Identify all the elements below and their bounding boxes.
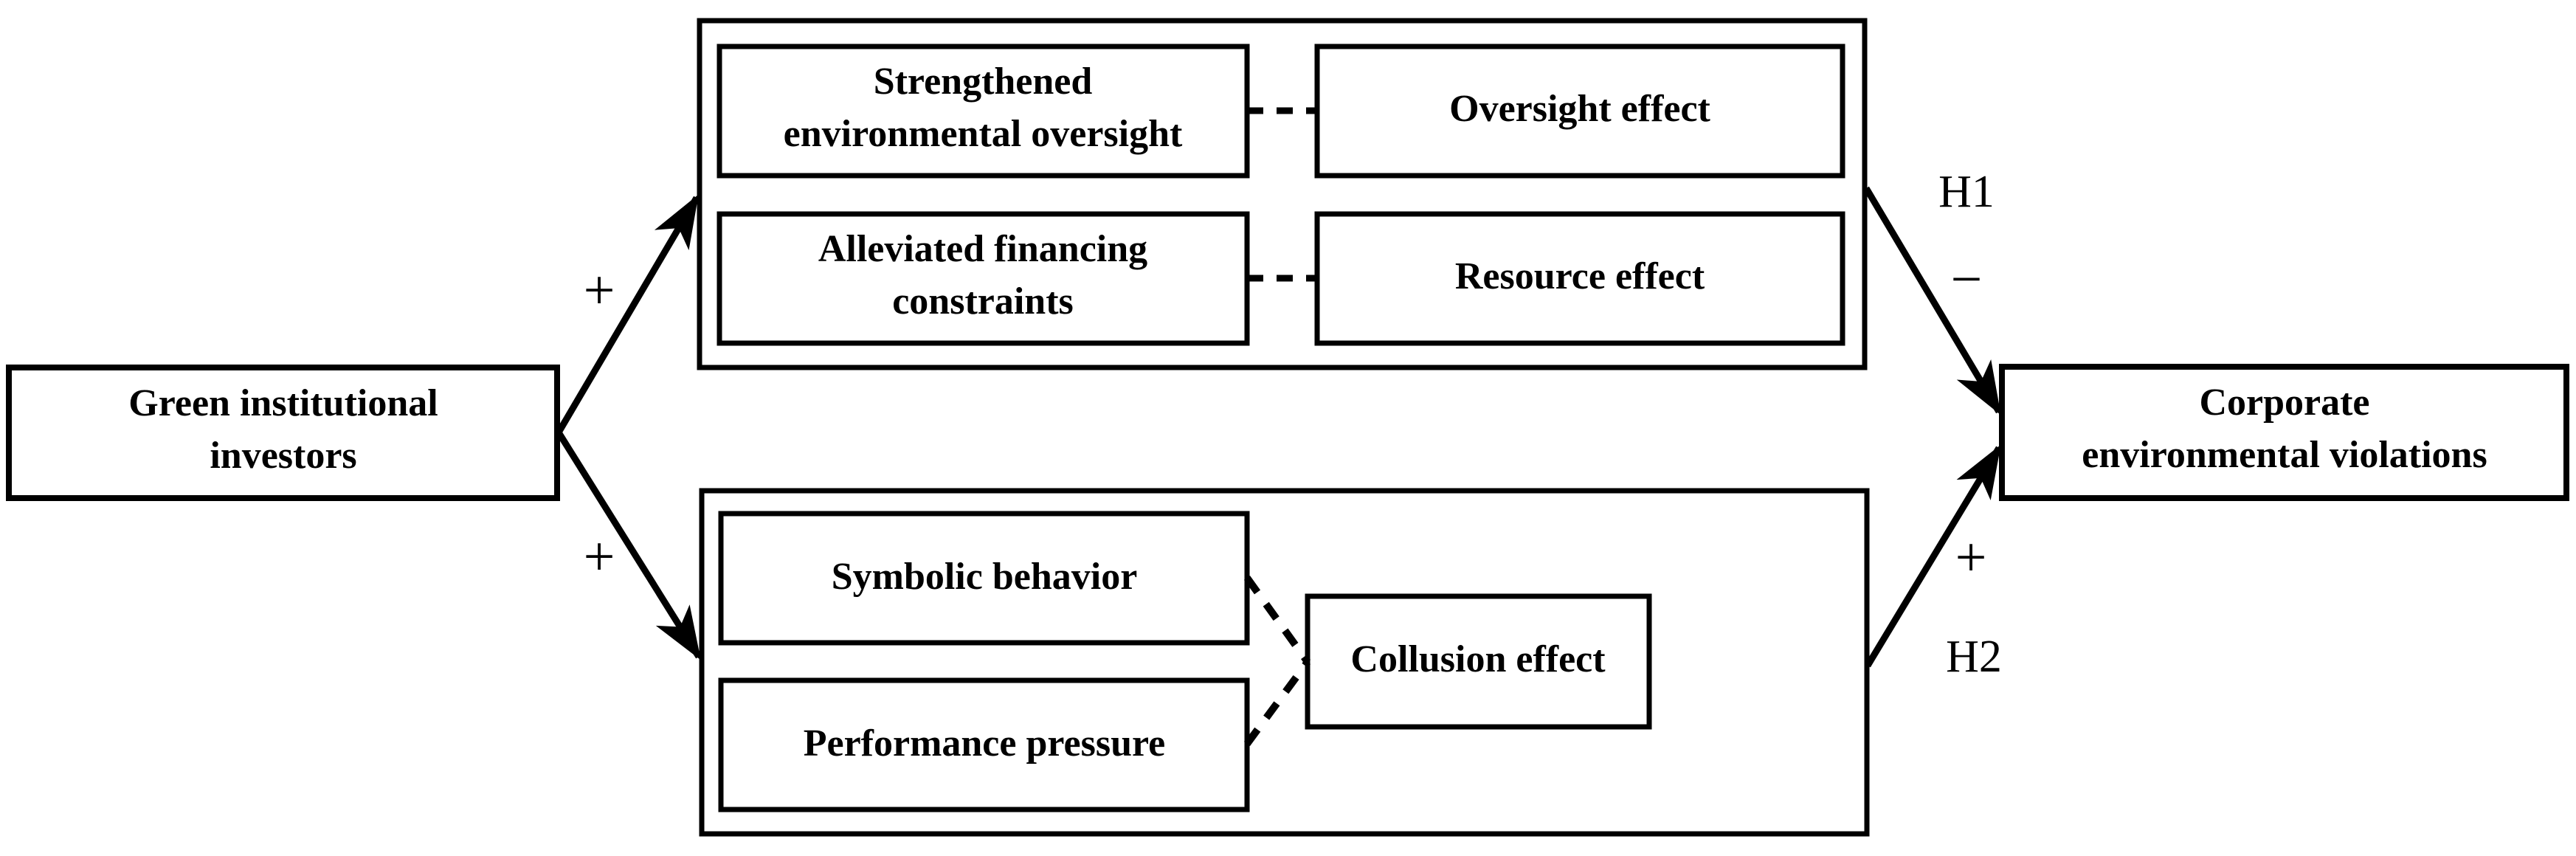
mediator-label-line2-strengthened-environmental-oversight: environmental oversight [784, 113, 1183, 155]
edge-sign-bottom-group-to-outcome: + [1955, 526, 1987, 588]
mechanism-group-positive-governance: Strengthened environmental oversight All… [697, 18, 1868, 370]
mediator-label-line1-alleviated-financing-constraints: Alleviated financing [818, 228, 1147, 270]
source-node-label-line2: investors [210, 435, 356, 477]
edge-sign-source-to-bottom-group: + [584, 525, 615, 587]
mediator-strengthened-environmental-oversight[interactable]: Strengthened environmental oversight [716, 44, 1250, 179]
mediator-symbolic-behavior[interactable]: Symbolic behavior [718, 511, 1250, 646]
effect-box-collusion-effect[interactable] [1305, 593, 1652, 730]
effect-resource-effect[interactable]: Resource effect [1314, 211, 1845, 346]
dashed-link-symbolic-to-collusion [1243, 576, 1311, 664]
edge-source-to-top-group [556, 194, 700, 435]
outcome-node-label-line2: environmental violations [2082, 434, 2487, 476]
mediator-box-performance-pressure[interactable] [718, 677, 1250, 812]
mediator-label-line2-alleviated-financing-constraints: constraints [892, 280, 1074, 322]
edge-sign-source-to-top-group: + [584, 259, 615, 321]
outcome-node-box[interactable] [1999, 364, 2569, 501]
source-node-green-institutional-investors[interactable]: Green institutional investors [6, 365, 560, 501]
mediator-label-symbolic-behavior: Symbolic behavior [832, 556, 1138, 598]
mediator-performance-pressure[interactable]: Performance pressure [718, 677, 1250, 812]
mediator-alleviated-financing-constraints[interactable]: Alleviated financing constraints [716, 211, 1250, 346]
mediator-label-line1-strengthened-environmental-oversight: Strengthened [874, 61, 1093, 103]
effect-label-oversight-effect: Oversight effect [1449, 88, 1710, 130]
mediator-label-performance-pressure: Performance pressure [804, 722, 1165, 764]
top-group-outer-box [697, 18, 1868, 370]
dashed-link-performance-to-collusion [1243, 660, 1311, 746]
mediator-box-strengthened-environmental-oversight[interactable] [716, 44, 1250, 179]
effect-oversight-effect[interactable]: Oversight effect [1314, 44, 1845, 179]
effect-collusion-effect[interactable]: Collusion effect [1305, 593, 1652, 730]
edge-source-to-bottom-group [556, 430, 702, 660]
outcome-node-corporate-environmental-violations[interactable]: Corporate environmental violations [1999, 364, 2569, 501]
edge-bottom-group-to-outcome [1865, 444, 2002, 668]
effect-label-resource-effect: Resource effect [1455, 255, 1705, 297]
source-node-box[interactable] [6, 365, 560, 501]
hypothesis-label-h2: H2 [1946, 632, 2002, 682]
source-node-label-line1: Green institutional [128, 382, 438, 424]
edge-sign-top-group-to-outcome: − [1951, 248, 1983, 310]
edge-top-group-to-outcome [1863, 186, 2002, 415]
effect-label-collusion-effect: Collusion effect [1350, 638, 1606, 680]
outcome-node-label-line1: Corporate [2199, 382, 2369, 424]
mechanism-group-collusion: Symbolic behavior Performance pressure C… [699, 488, 1870, 837]
mediator-box-symbolic-behavior[interactable] [718, 511, 1250, 646]
hypothesis-label-h1: H1 [1938, 167, 1995, 217]
